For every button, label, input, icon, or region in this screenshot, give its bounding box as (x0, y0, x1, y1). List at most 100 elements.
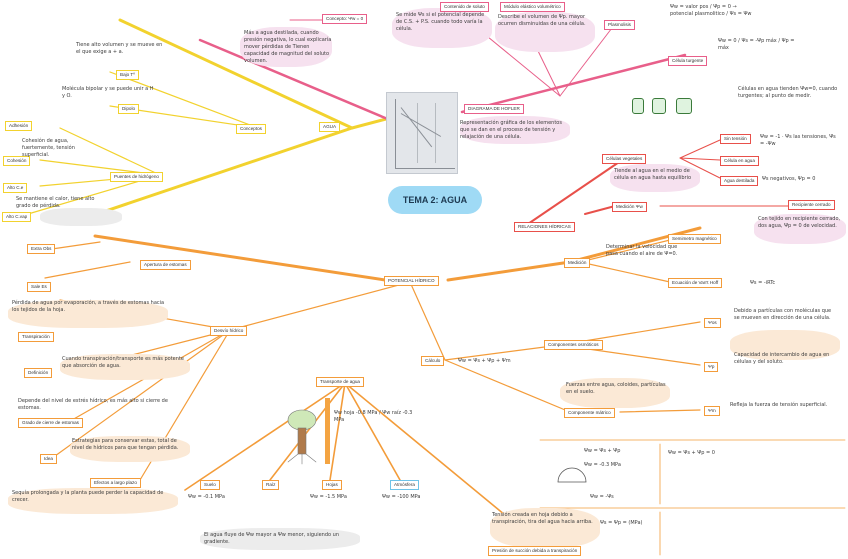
node-definicion[interactable]: Definición (24, 368, 53, 378)
node-ecuacion-vant-hoff[interactable]: Ecuación de Van't Hoff (668, 278, 723, 288)
node-efectos-largo-plazo[interactable]: Efectos a largo plazo (90, 478, 141, 488)
cell-sketch (676, 98, 692, 114)
thermometer-bar (325, 398, 330, 464)
node-modulo-elastico[interactable]: Módulo elástico volumétrico (500, 2, 565, 12)
note-conceptos: Más a agua destilada, cuando presión neg… (244, 30, 332, 64)
node-suelo[interactable]: Suelo (200, 480, 220, 490)
node-alto-ce[interactable]: Alto C.e (3, 183, 28, 193)
node-wos[interactable]: Ψos (704, 318, 721, 328)
note-idea: Estrategias para conservar estas, total … (72, 438, 179, 451)
central-topic: TEMA 2: AGUA (388, 186, 482, 214)
node-adhesion[interactable]: Adhesión (5, 121, 33, 131)
node-celula-turgente[interactable]: Célula turgente (668, 56, 708, 66)
bubble (8, 488, 178, 514)
note-transpiracion: Pérdida de agua por evaporación, a travé… (12, 300, 165, 313)
node-bajo-tf[interactable]: Bajo Tº (116, 70, 139, 80)
node-semimetro[interactable]: Semimetro magnético (668, 234, 721, 244)
node-conceptos[interactable]: Conceptos (236, 124, 266, 134)
note-recipiente: Con tejido en recipiente cerrado, dos ag… (758, 216, 841, 229)
node-plasmolisis[interactable]: Plasmolisis (604, 20, 635, 30)
node-medicion-ww[interactable]: Medición Ψw (612, 202, 647, 212)
node-celulas-vegetales[interactable]: Células vegetales (602, 154, 647, 164)
connector (679, 157, 721, 179)
node-alto-cvap[interactable]: Alto C.vap (2, 212, 32, 222)
node-agua[interactable]: AGUA (319, 122, 341, 132)
connector (579, 261, 671, 283)
note-dipolo: Molécula bipolar y se puede unir a H y O… (62, 86, 154, 99)
connector (83, 126, 354, 220)
note-contenido: Se mide Ψs si el potencial depende de C.… (396, 12, 485, 32)
note-atmosfera: Ψw = -100 MPa (382, 494, 421, 500)
node-grado-cierre[interactable]: Grado de cierre de estomas (18, 418, 83, 428)
node-componentes-osmoticos[interactable]: Componentes osmóticos (544, 340, 603, 350)
equation: Ψw = -Ψs (590, 494, 614, 500)
node-calculo[interactable]: Cálculo (421, 356, 445, 366)
note-presion: Tensión creada en hoja debido a transpir… (492, 512, 593, 525)
node-puentes-hidrogeno[interactable]: Puentes de hidrógeno (110, 172, 163, 182)
node-componente-matrico[interactable]: Componente mátrico (564, 408, 615, 418)
bubble (490, 508, 600, 548)
node-diagrama-hofler[interactable]: DIAGRAMA DE HOFLER (464, 104, 524, 114)
note-alto-ce: Se mantiene el calor, tiene alto grado d… (16, 196, 95, 209)
node-wm[interactable]: Ψm (704, 406, 720, 416)
note-vegetales: Tiende al agua en el medio de célula en … (614, 168, 692, 181)
node-concepto-ww[interactable]: Concepto: Ψw = 0 (322, 14, 368, 24)
node-recipiente-cerrado[interactable]: Recipiente cerrado (788, 200, 835, 210)
node-hojas[interactable]: Hojas (322, 480, 342, 490)
note-semimetro: Determinar la velocidad que pasa cuando … (606, 244, 678, 257)
connector (109, 71, 259, 129)
connector (444, 344, 561, 361)
bubble (610, 164, 700, 192)
note-hofler: Representación gráfica de los elementos … (460, 120, 562, 140)
cell-sketch (632, 98, 644, 114)
note-celulas: Células en agua tienden Ψw=0, cuando tur… (738, 86, 838, 99)
equation: Ψw = Ψs + Ψp = 0 (668, 450, 715, 456)
connector (184, 382, 346, 491)
connector (350, 116, 392, 130)
node-relaciones-hidricas[interactable]: RELACIONES HÍDRICAS (514, 222, 575, 232)
node-sale-es[interactable]: Sale Es (27, 282, 51, 292)
node-agua-destilada[interactable]: Agua destilada (720, 176, 759, 186)
note-matrico: Fuerzas entre agua, coloides, partículas… (566, 382, 666, 395)
node-dipolo[interactable]: Dipolo (118, 104, 140, 114)
node-sin-tension[interactable]: Sin tensión (720, 134, 751, 144)
node-transporte-agua[interactable]: Transporte de agua (316, 377, 364, 387)
note-wp: Capacidad de intercambio de agua en célu… (734, 352, 830, 365)
node-wp[interactable]: Ψp (704, 362, 719, 372)
connector (444, 359, 571, 413)
node-desvio-hidrico[interactable]: Desvío hídrico (210, 326, 248, 336)
bubble (70, 436, 190, 462)
node-apertura-estomas[interactable]: Apertura de estomas (140, 260, 191, 270)
note-sin-tension: Ψw = -1 · Ψs las tensiones, Ψs = -Ψw (760, 134, 836, 147)
node-raiz[interactable]: Raíz (262, 480, 280, 490)
node-celula-agua[interactable]: Célula en agua (720, 156, 759, 166)
node-medicion[interactable]: Medición (564, 258, 591, 268)
node-presion-succion[interactable]: Presión de succión debida a transpiració… (488, 546, 582, 556)
connector (44, 261, 131, 279)
connector (409, 281, 446, 361)
node-potencial-hidrico[interactable]: POTENCIAL HÍDRICO (384, 276, 439, 286)
bubble (8, 300, 168, 328)
note-efectos: Sequía prolongada y la planta puede perd… (12, 490, 164, 503)
node-transpiracion[interactable]: Transpiración (18, 332, 54, 342)
note-ecuacion: Ψs = -iRTc (750, 280, 776, 286)
connector (54, 329, 231, 457)
bubble (40, 208, 122, 226)
bubble (240, 27, 332, 67)
connector (559, 23, 616, 97)
connector (118, 18, 354, 130)
bubble (200, 528, 360, 550)
node-extra-obs[interactable]: Extra Obs (27, 244, 56, 254)
node-atmosfera[interactable]: Atmósfera (390, 480, 419, 490)
bubble (392, 8, 492, 48)
node-idea[interactable]: Idea (40, 454, 57, 464)
connector (344, 382, 401, 481)
equation: Ψs = Ψp = (MPa) (600, 520, 643, 526)
connector (446, 260, 572, 282)
connector (568, 226, 702, 264)
node-cohesion[interactable]: Cohesión (3, 156, 31, 166)
note-cohesion: Cohesión de agua, fuertemente, tensión s… (22, 138, 75, 158)
node-contenido-soluto[interactable]: Contenido de soluto (440, 2, 489, 12)
connector (59, 127, 161, 176)
tree-crown (287, 409, 317, 431)
